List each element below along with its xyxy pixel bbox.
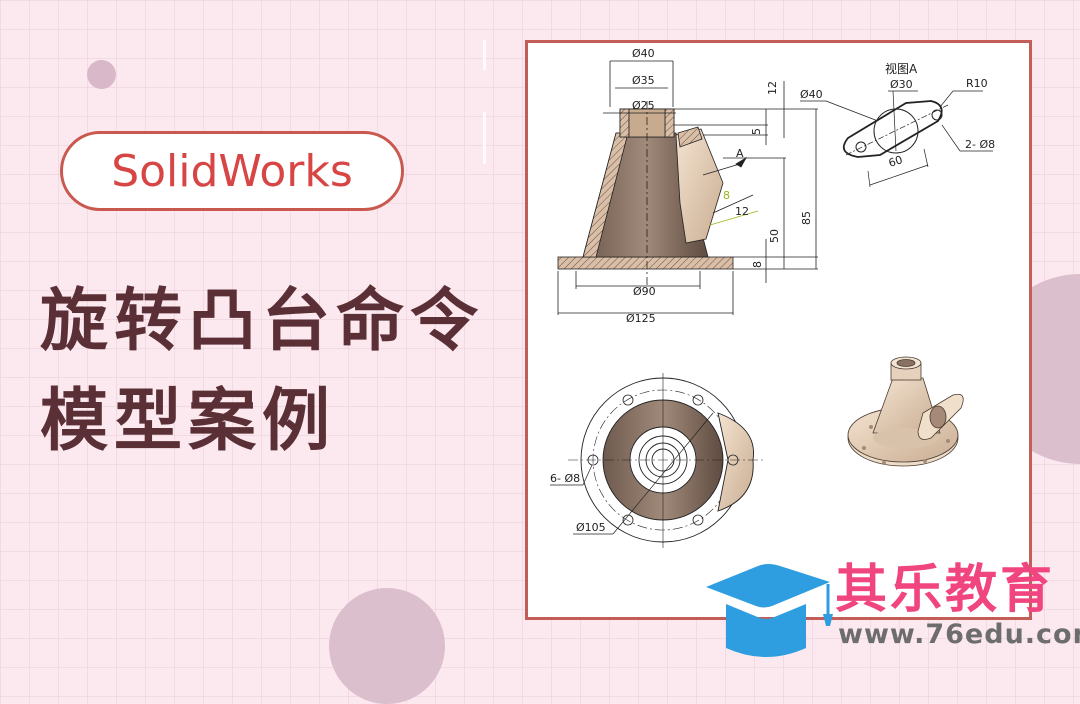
dim-label: R10 — [966, 77, 988, 90]
dim-label: Ø105 — [576, 521, 606, 534]
dim-label: 12 — [735, 205, 749, 218]
dim-label: A — [736, 147, 744, 160]
title-line-2: 模型案例 — [40, 382, 337, 461]
dim-label: 85 — [800, 211, 813, 225]
dim-label: Ø40 — [632, 47, 655, 60]
dim-label: 2- Ø8 — [965, 138, 995, 151]
view-a-labels: 视图A Ø40 Ø30 R10 2- Ø8 60 — [800, 61, 995, 170]
engineering-drawing-frame: Ø40 Ø35 Ø25 12 5 A 8 12 50 85 8 Ø90 Ø125 — [525, 40, 1032, 620]
decorative-dot — [87, 60, 116, 89]
brand-url: www.76edu.com — [838, 619, 1080, 650]
section-view-labels: Ø40 Ø35 Ø25 12 5 A 8 12 50 85 8 Ø90 Ø125 — [626, 47, 813, 325]
dim-label: 50 — [768, 229, 781, 243]
dim-label: Ø35 — [632, 74, 655, 87]
software-badge: SolidWorks — [60, 131, 404, 211]
dim-label: 6- Ø8 — [550, 472, 580, 485]
dim-label: 5 — [750, 128, 763, 135]
decorative-circle-bottom — [329, 588, 445, 704]
top-view-labels: 6- Ø8 Ø105 — [550, 472, 606, 534]
decorative-stripe — [483, 40, 486, 70]
dim-label: Ø25 — [632, 99, 655, 112]
top-view — [550, 373, 763, 548]
view-a — [800, 90, 993, 188]
dim-label: 12 — [766, 81, 779, 95]
dim-label: Ø30 — [890, 78, 913, 91]
view-a-title: 视图A — [885, 61, 918, 76]
dim-label: 60 — [887, 153, 904, 170]
dim-label: 8 — [751, 261, 764, 268]
graduation-cap-logo-icon — [706, 564, 833, 657]
dim-label: Ø40 — [800, 88, 823, 101]
dim-label: Ø90 — [633, 285, 656, 298]
decorative-stripe — [483, 112, 486, 164]
brand-name: 其乐教育 — [835, 560, 1056, 620]
badge-label: SolidWorks — [111, 145, 353, 197]
title-line-1: 旋转凸台命令 — [40, 282, 485, 361]
dim-label: 8 — [723, 189, 730, 202]
drawing-canvas: Ø40 Ø35 Ø25 12 5 A 8 12 50 85 8 Ø90 Ø125 — [550, 47, 995, 548]
dim-label: Ø125 — [626, 312, 656, 325]
isometric-model-view — [847, 356, 964, 467]
section-view — [557, 60, 818, 315]
